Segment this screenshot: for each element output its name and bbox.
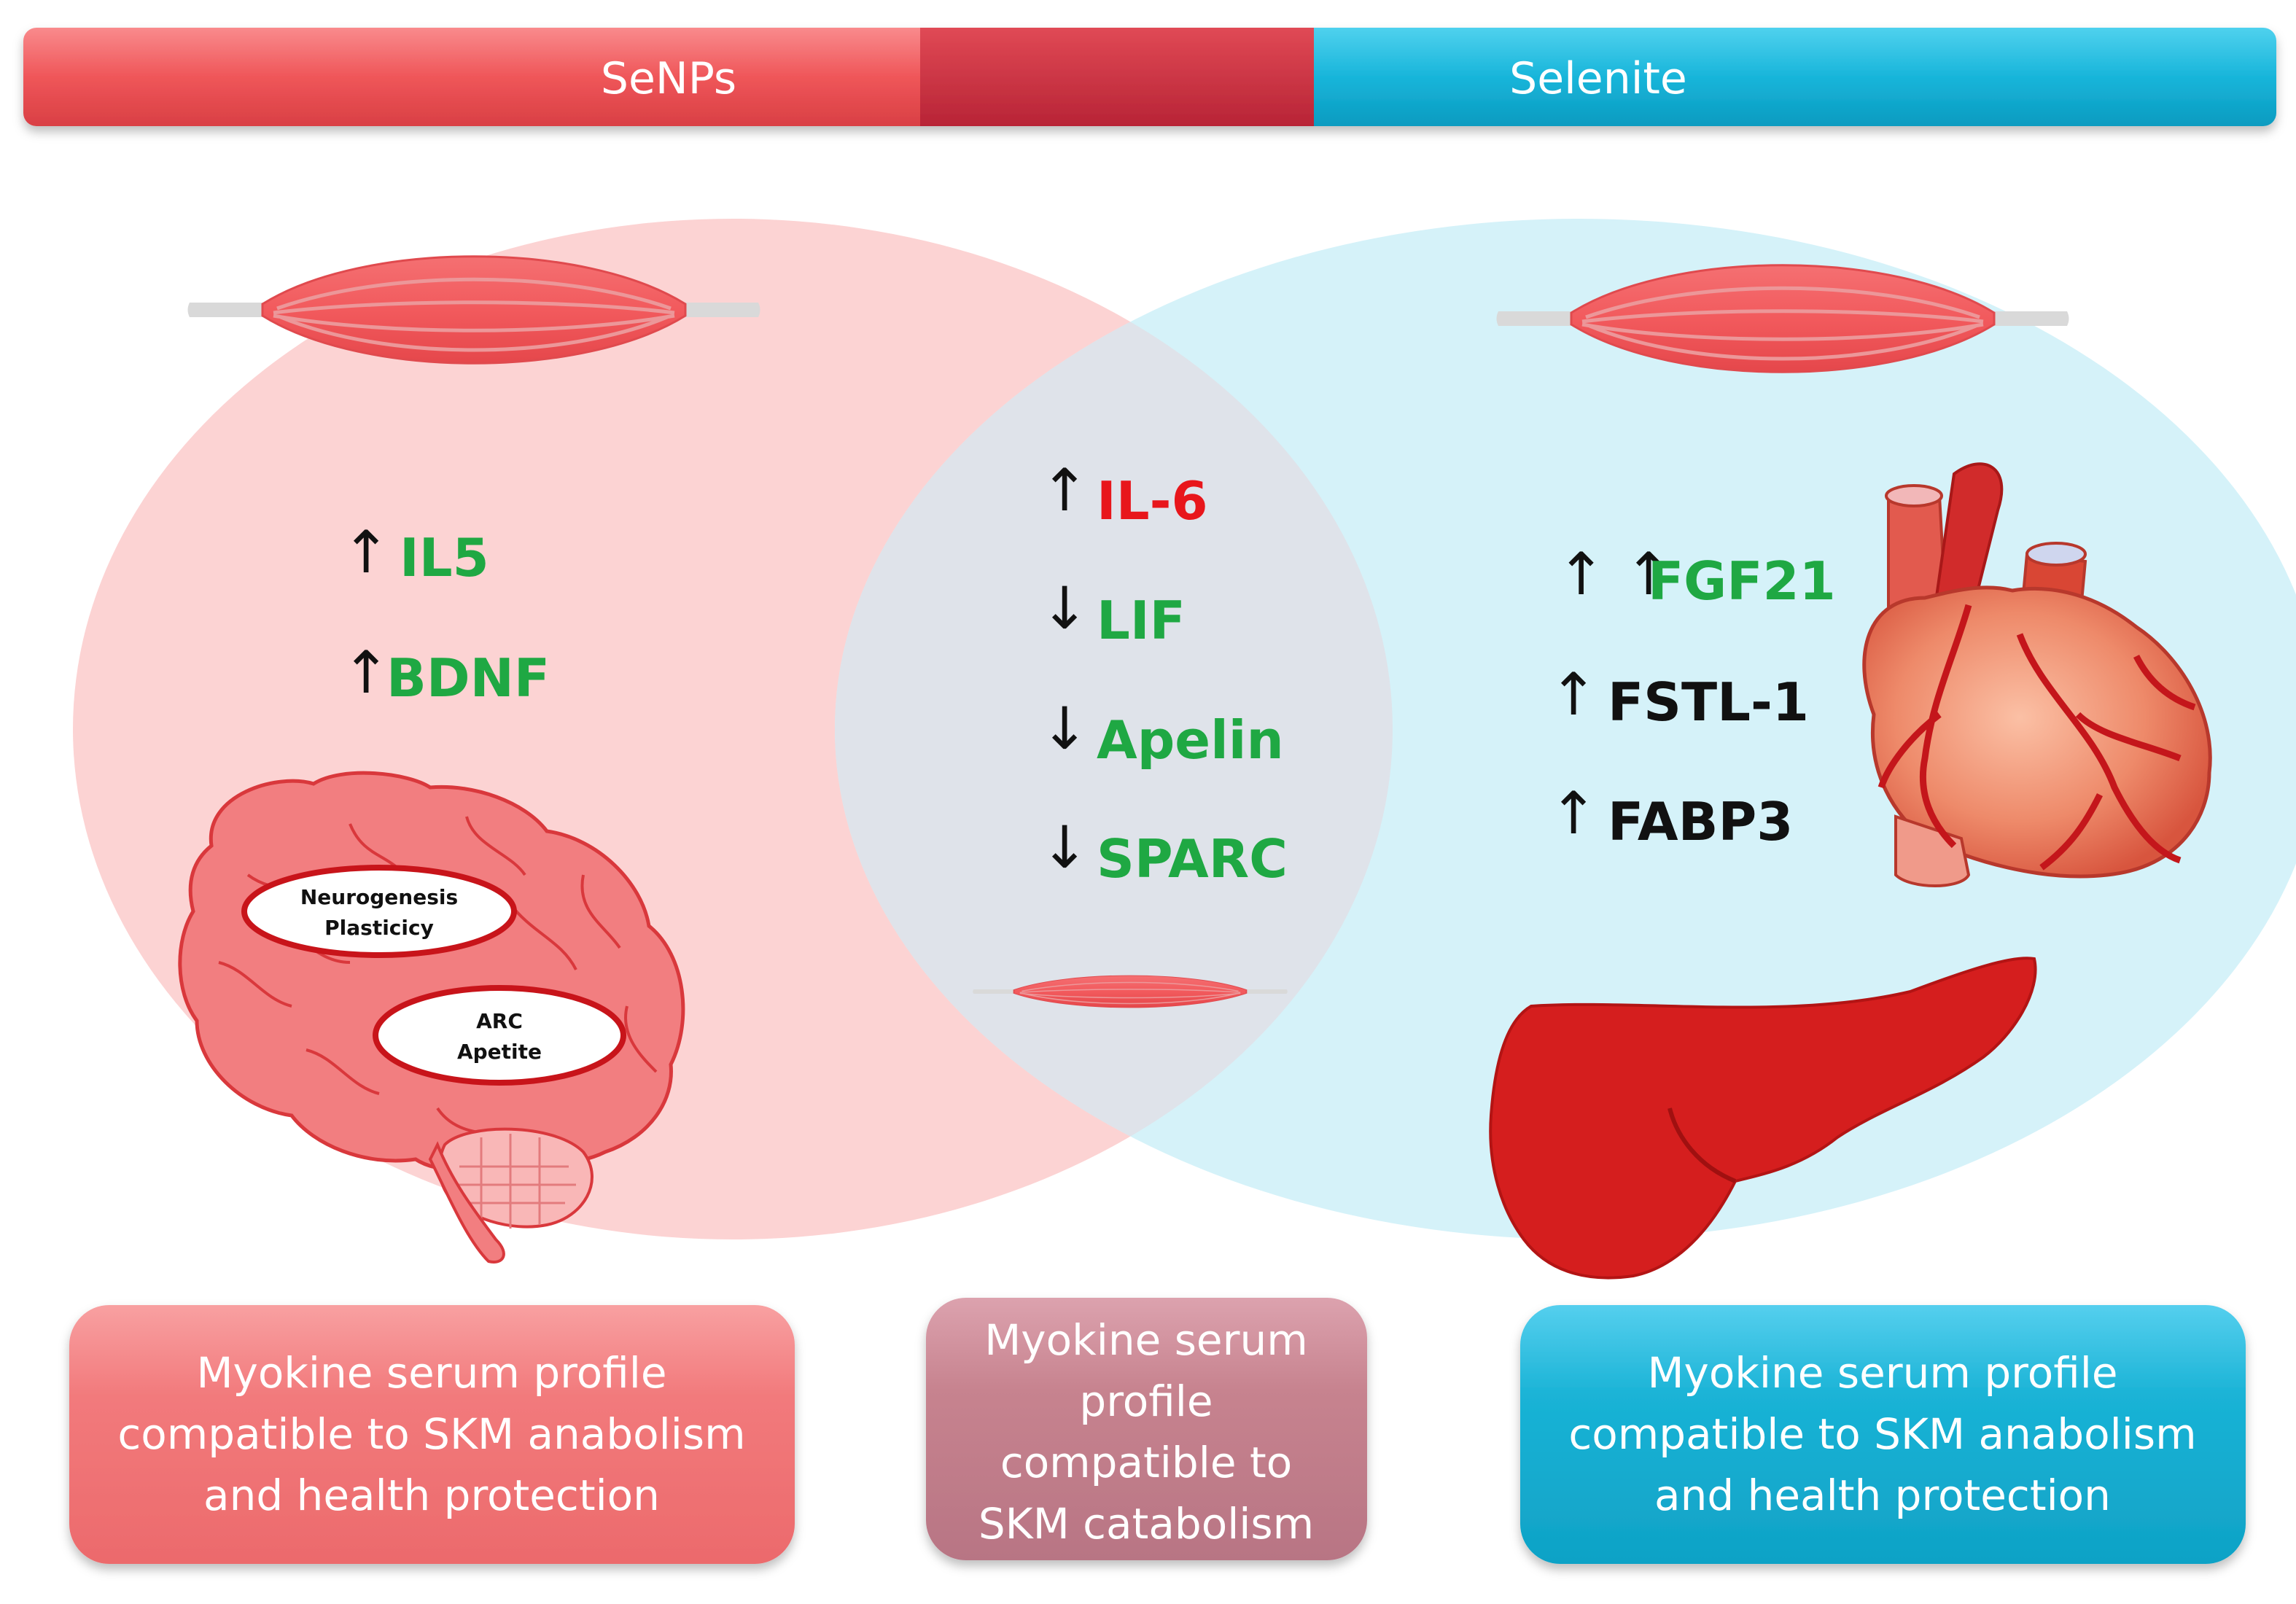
summary-selenite-line: Myokine serum profile bbox=[1647, 1348, 2117, 1398]
summary-box-senps bbox=[69, 1305, 795, 1564]
summary-overlap-line: profile bbox=[1079, 1377, 1213, 1426]
arrow-double-up-icon: ↑ ↑ bbox=[1557, 540, 1673, 608]
header-overlap-segment bbox=[920, 28, 1314, 126]
summary-box-selenite bbox=[1520, 1305, 2246, 1564]
summary-senps-line: compatible to SKM anabolism bbox=[117, 1409, 745, 1459]
marker-fgf21: FGF21 bbox=[1648, 550, 1836, 612]
summary-selenite-text: Myokine serum profile compatible to SKM … bbox=[1568, 1348, 2196, 1520]
brain-region-neurogenesis bbox=[241, 865, 517, 958]
arrow-up-icon: ↑ bbox=[1549, 779, 1598, 847]
arrow-up-icon: ↑ bbox=[1040, 456, 1089, 524]
marker-fstl1: FSTL-1 bbox=[1608, 671, 1809, 733]
right-marker-list: ↑ ↑ FGF21 ↑ FSTL-1 ↑ FABP3 bbox=[1549, 540, 1835, 852]
brain-region-neurogenesis-line1: Neurogenesis bbox=[300, 885, 458, 909]
brain-region-neurogenesis-line2: Plasticicy bbox=[324, 916, 434, 940]
summary-senps-line: Myokine serum profile bbox=[196, 1348, 666, 1398]
brain-region-arc-line1: ARC bbox=[476, 1009, 523, 1033]
middle-marker-list: ↑ IL-6 ↓ LIF ↓ Apelin ↓ SPARC bbox=[1040, 456, 1288, 889]
arrow-down-icon: ↓ bbox=[1040, 575, 1089, 642]
arrow-up-icon: ↑ bbox=[341, 518, 390, 586]
summary-selenite-line: compatible to SKM anabolism bbox=[1568, 1409, 2196, 1459]
marker-il5: IL5 bbox=[400, 527, 489, 588]
marker-bdnf: BDNF bbox=[386, 647, 550, 709]
summary-overlap-line: SKM catabolism bbox=[978, 1499, 1314, 1549]
marker-lif: LIF bbox=[1097, 590, 1186, 651]
left-marker-list: ↑ IL5 ↑ BDNF bbox=[341, 518, 550, 709]
liver-icon bbox=[1489, 957, 2037, 1280]
heart-icon bbox=[1862, 462, 2212, 887]
arrow-up-icon: ↑ bbox=[341, 639, 390, 706]
summary-senps-line: and health protection bbox=[203, 1471, 660, 1520]
marker-apelin: Apelin bbox=[1097, 709, 1284, 771]
bottom-boxes bbox=[69, 1298, 2246, 1564]
summary-overlap-line: Myokine serum bbox=[984, 1315, 1307, 1365]
summary-selenite-line: and health protection bbox=[1654, 1471, 2111, 1520]
arrow-down-icon: ↓ bbox=[1040, 814, 1089, 881]
summary-overlap-line: compatible to bbox=[1000, 1438, 1292, 1487]
marker-fabp3: FABP3 bbox=[1608, 791, 1793, 852]
summary-overlap-text: Myokine serum profile compatible to SKM … bbox=[978, 1315, 1314, 1549]
header-selenite-label: Selenite bbox=[1509, 53, 1687, 104]
arrow-down-icon: ↓ bbox=[1040, 695, 1089, 763]
brain-region-arc bbox=[373, 985, 626, 1086]
brain-region-arc-line2: Apetite bbox=[457, 1040, 542, 1064]
header-selenite-segment bbox=[1314, 28, 2276, 126]
header-senps-label: SeNPs bbox=[601, 53, 736, 104]
brain-icon bbox=[178, 771, 685, 1264]
summary-box-overlap bbox=[926, 1298, 1367, 1560]
marker-sparc: SPARC bbox=[1097, 828, 1288, 889]
summary-senps-text: Myokine serum profile compatible to SKM … bbox=[117, 1348, 745, 1520]
arrow-up-icon: ↑ bbox=[1549, 661, 1598, 728]
marker-il6: IL-6 bbox=[1097, 470, 1208, 532]
header-bar bbox=[23, 28, 2276, 126]
